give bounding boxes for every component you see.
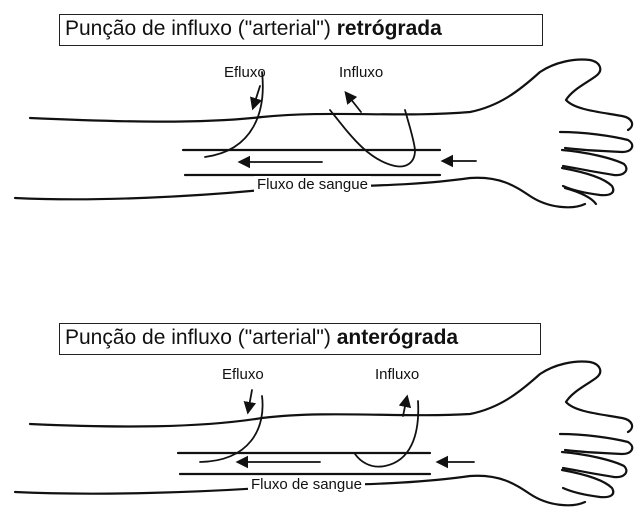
finger-1 — [560, 434, 632, 454]
title-bold-word: retrógrada — [337, 17, 442, 40]
blood-flow-label: Fluxo de sangue — [254, 176, 371, 193]
efflux-arrow — [248, 390, 252, 412]
title-bold-word: anterógrada — [337, 326, 458, 349]
influx-label: Influxo — [375, 366, 419, 383]
blood-flow-label: Fluxo de sangue — [248, 476, 365, 493]
influx-label: Influxo — [339, 64, 383, 81]
title-prefix: Punção de influxo ("arterial") — [65, 17, 337, 40]
arm-illustration-antegrade — [0, 256, 635, 511]
antegrade-puncture-panel: Punção de influxo ("arterial") anterógra… — [0, 256, 635, 511]
efflux-cannula — [205, 72, 263, 157]
influx-arrow — [346, 93, 361, 112]
arm-upper-contour — [30, 60, 632, 131]
influx-cannula — [330, 110, 415, 166]
finger-2 — [562, 452, 626, 477]
finger-4 — [565, 188, 596, 204]
efflux-arrow — [253, 86, 260, 108]
title-prefix: Punção de influxo ("arterial") — [65, 326, 337, 349]
efflux-label: Efluxo — [224, 64, 266, 81]
finger-3 — [562, 470, 613, 497]
influx-cannula — [355, 401, 418, 467]
arm-upper-contour — [30, 362, 632, 433]
finger-1 — [560, 132, 632, 152]
efflux-label: Efluxo — [222, 366, 264, 383]
finger-3 — [562, 168, 613, 195]
panel-title: Punção de influxo ("arterial") anterógra… — [59, 323, 541, 355]
panel-title: Punção de influxo ("arterial") retrógrad… — [59, 14, 543, 46]
finger-2 — [562, 150, 626, 175]
retrograde-puncture-panel: Punção de influxo ("arterial") retrógrad… — [0, 0, 635, 255]
influx-arrow — [403, 397, 407, 416]
